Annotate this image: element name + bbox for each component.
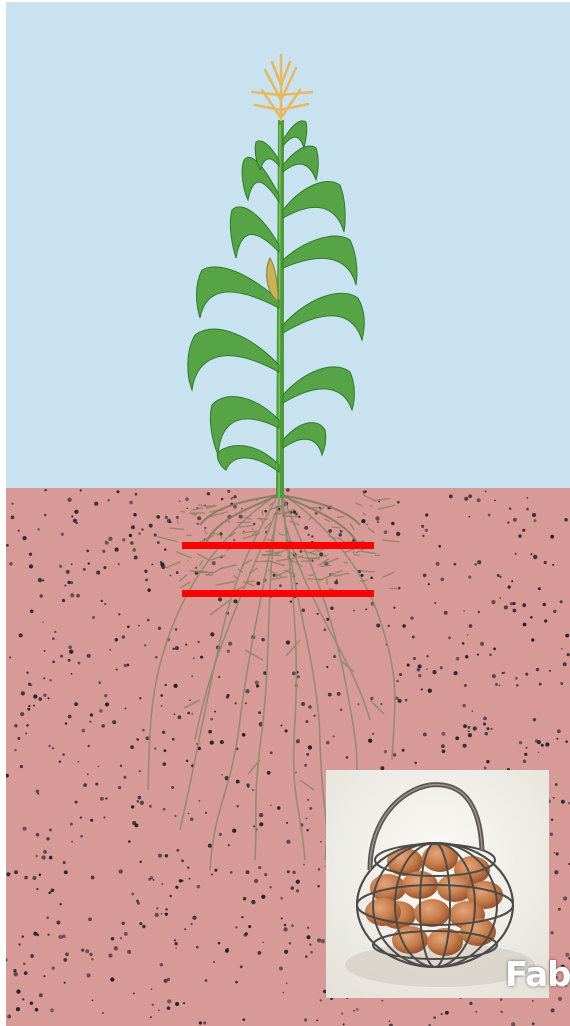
watermark-text: Fab [505,955,570,995]
lower-marker-line [182,590,374,597]
upper-marker-line [182,542,374,549]
sky-background [6,2,570,488]
